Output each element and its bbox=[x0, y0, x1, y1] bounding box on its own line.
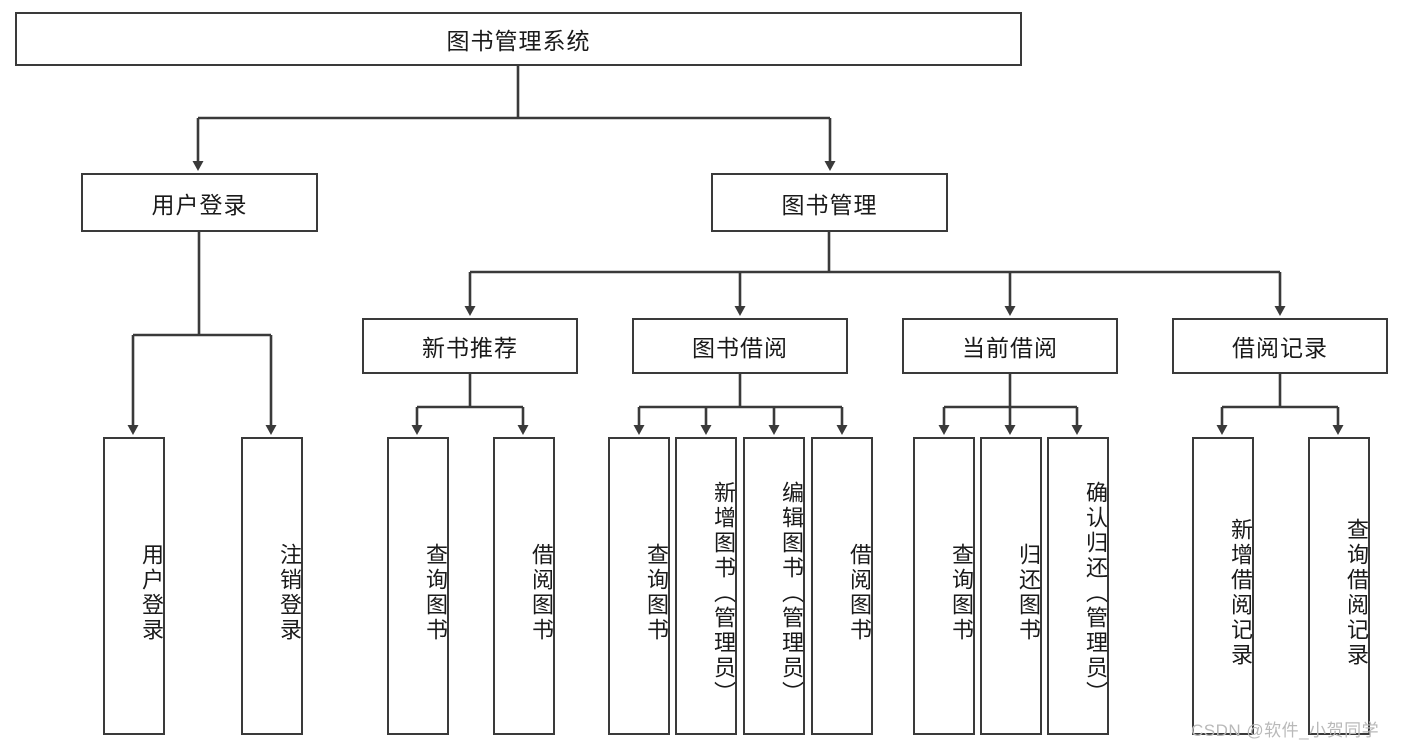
leaf-label: 归还图书 bbox=[1016, 543, 1041, 643]
leaf-label: 查询图书 bbox=[423, 543, 448, 643]
node-user-login[interactable]: 用户登录 bbox=[81, 173, 318, 232]
leaf-label: 编辑图书（管理员） bbox=[779, 480, 804, 706]
node-new-book-recommend-label: 新书推荐 bbox=[422, 335, 518, 361]
node-root[interactable]: 图书管理系统 bbox=[15, 12, 1022, 66]
node-book-borrow[interactable]: 图书借阅 bbox=[632, 318, 848, 374]
leaf-label: 新增图书（管理员） bbox=[711, 480, 736, 706]
leaf-label: 注销登录 bbox=[277, 543, 302, 643]
leaf-label: 查询借阅记录 bbox=[1344, 518, 1369, 668]
leaf-user-login-signin[interactable]: 用户登录 bbox=[103, 437, 165, 735]
node-current-borrow[interactable]: 当前借阅 bbox=[902, 318, 1118, 374]
node-borrow-record[interactable]: 借阅记录 bbox=[1172, 318, 1388, 374]
leaf-current-confirm-return-admin[interactable]: 确认归还（管理员） bbox=[1047, 437, 1109, 735]
node-new-book-recommend[interactable]: 新书推荐 bbox=[362, 318, 578, 374]
leaf-new-book-query[interactable]: 查询图书 bbox=[387, 437, 449, 735]
leaf-new-book-borrow[interactable]: 借阅图书 bbox=[493, 437, 555, 735]
leaf-label: 查询图书 bbox=[949, 543, 974, 643]
leaf-label: 查询图书 bbox=[644, 543, 669, 643]
leaf-user-login-signout[interactable]: 注销登录 bbox=[241, 437, 303, 735]
leaf-record-query[interactable]: 查询借阅记录 bbox=[1308, 437, 1370, 735]
node-book-management-label: 图书管理 bbox=[781, 191, 878, 218]
node-book-borrow-label: 图书借阅 bbox=[692, 335, 788, 361]
leaf-borrow-query-book[interactable]: 查询图书 bbox=[608, 437, 670, 735]
node-borrow-record-label: 借阅记录 bbox=[1232, 335, 1328, 361]
csdn-watermark: CSDN @软件_小贺同学 bbox=[1191, 721, 1380, 740]
leaf-current-query-book[interactable]: 查询图书 bbox=[913, 437, 975, 735]
node-book-management[interactable]: 图书管理 bbox=[711, 173, 948, 232]
leaf-label: 用户登录 bbox=[139, 543, 164, 643]
leaf-label: 确认归还（管理员） bbox=[1083, 480, 1108, 706]
leaf-label: 新增借阅记录 bbox=[1228, 518, 1253, 668]
leaf-label: 借阅图书 bbox=[529, 543, 554, 643]
leaf-label: 借阅图书 bbox=[847, 543, 872, 643]
leaf-borrow-edit-book-admin[interactable]: 编辑图书（管理员） bbox=[743, 437, 805, 735]
node-current-borrow-label: 当前借阅 bbox=[962, 335, 1058, 361]
leaf-current-return-book[interactable]: 归还图书 bbox=[980, 437, 1042, 735]
leaf-borrow-borrow-book[interactable]: 借阅图书 bbox=[811, 437, 873, 735]
node-user-login-label: 用户登录 bbox=[151, 191, 248, 218]
node-root-label: 图书管理系统 bbox=[446, 28, 591, 54]
leaf-borrow-add-book-admin[interactable]: 新增图书（管理员） bbox=[675, 437, 737, 735]
leaf-record-add[interactable]: 新增借阅记录 bbox=[1192, 437, 1254, 735]
